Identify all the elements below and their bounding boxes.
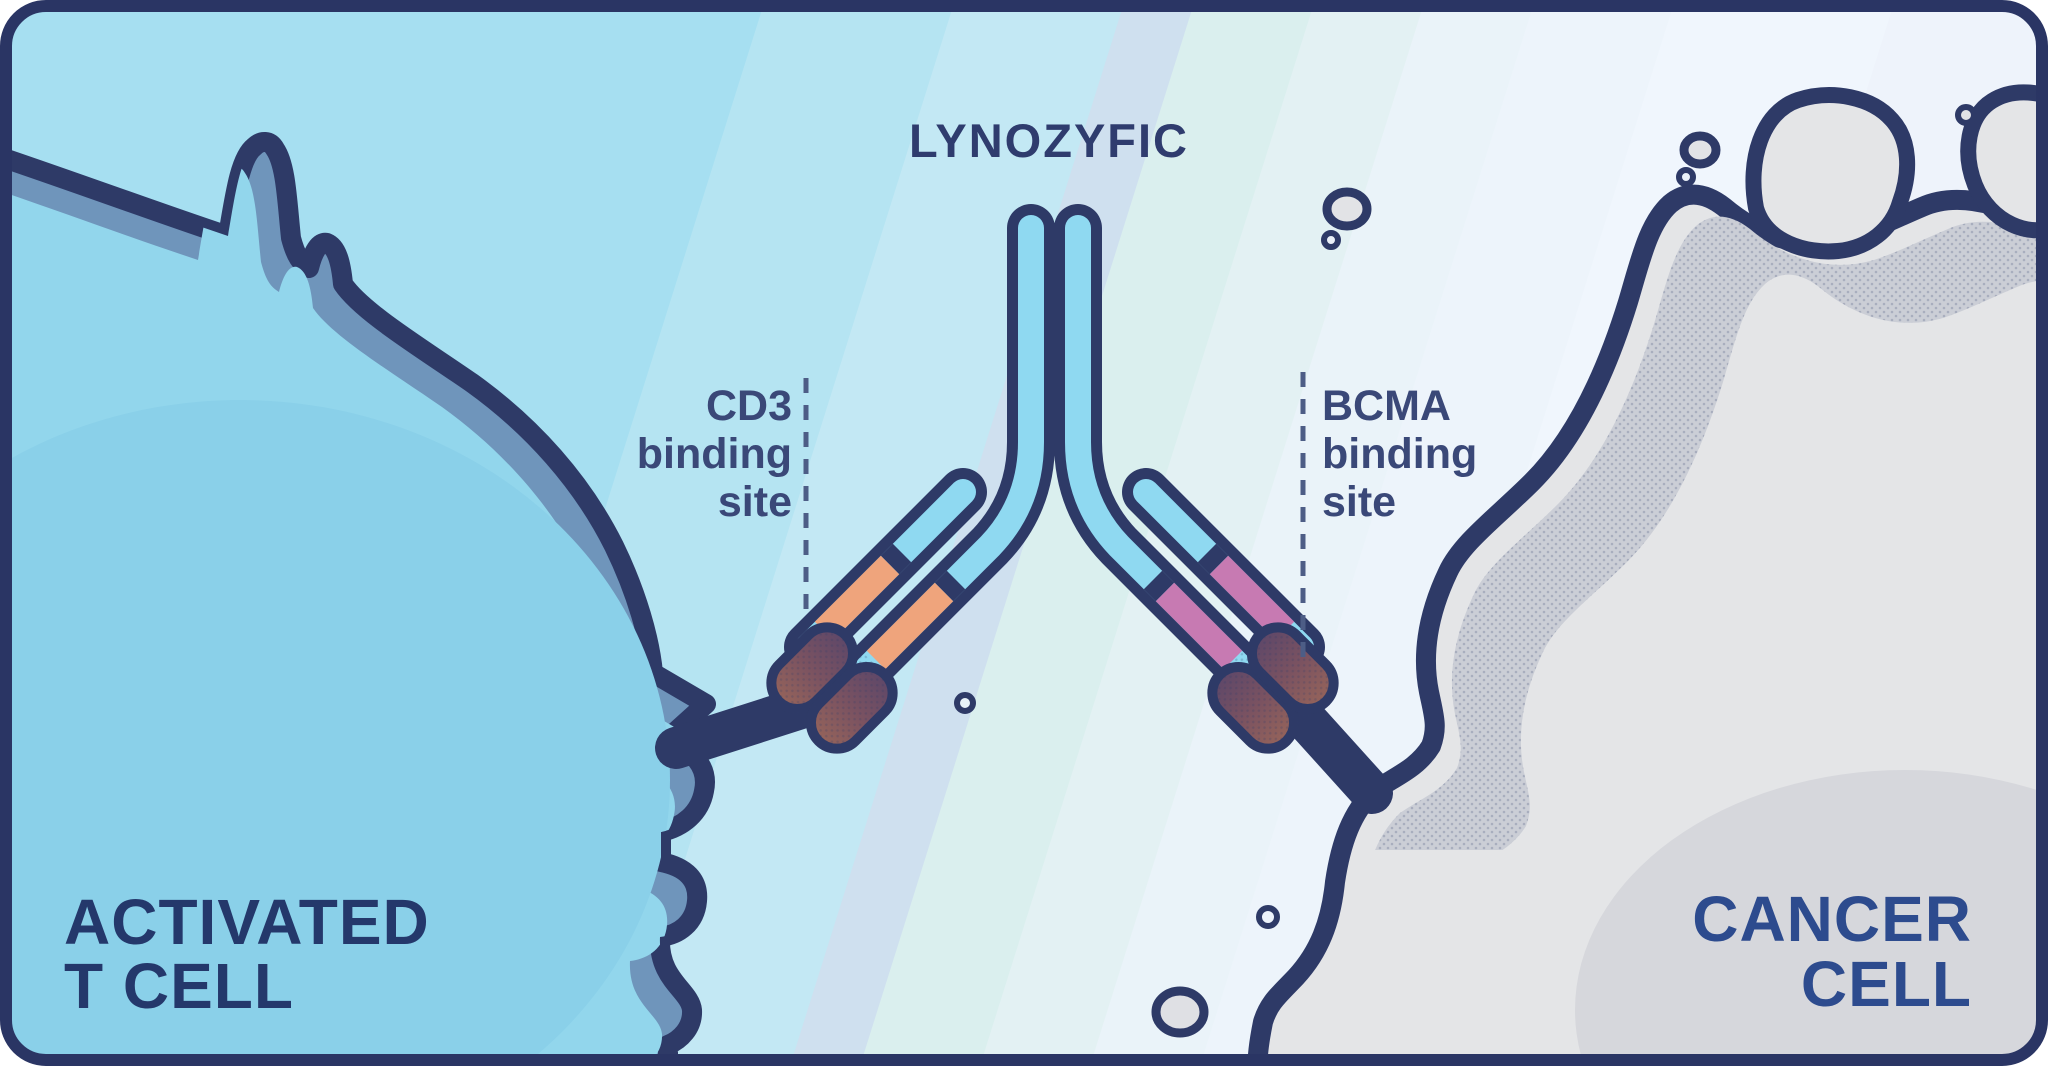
t-cell-inner-shade <box>6 400 670 1060</box>
bcma-binder-segment <box>1209 555 1295 641</box>
cell-debris-dot <box>1321 230 1341 250</box>
antibody <box>766 204 1339 754</box>
cell-debris-blob <box>1679 131 1721 169</box>
bcma-binder-segment <box>1155 582 1243 670</box>
cell-debris-dot <box>1256 905 1280 929</box>
cell-debris-blob <box>1151 986 1209 1038</box>
segment-gap <box>1197 543 1229 575</box>
cd3-tip-texture <box>771 627 895 751</box>
antibody-heavy-chain-right-fill <box>1065 215 1254 681</box>
cd3-label-line1: CD3 <box>706 382 792 430</box>
antibody-heavy-chain-left-fill <box>855 215 1044 681</box>
activated-t-cell-label: ACTIVATED T CELL <box>64 886 430 1022</box>
bcma-label-line1: BCMA <box>1322 382 1451 430</box>
bcma-label-line3: site <box>1322 478 1396 526</box>
cd3-binder-segment <box>866 582 954 670</box>
cell-debris-dot <box>954 692 976 714</box>
cancer-label-line2: CELL <box>1801 948 1972 1020</box>
segment-gap <box>934 570 966 602</box>
cd3-binding-tip <box>766 622 898 754</box>
cancer-cell-lump <box>1745 87 1916 260</box>
cd3-binding-site-label: CD3 binding site <box>637 382 792 526</box>
cancer-cell-inner-shade <box>1575 770 2042 1060</box>
cd3-binder-segment <box>814 555 900 641</box>
bcma-binding-site-label: BCMA binding site <box>1322 382 1477 526</box>
cancer-label-line1: CANCER <box>1692 883 1972 955</box>
cd3-label-line3: site <box>718 478 792 526</box>
activated-t-cell <box>6 132 716 1060</box>
cell-debris-dot <box>1676 167 1696 187</box>
cd3-label-line2: binding <box>637 430 792 478</box>
cancer-cell-label: CANCER CELL <box>1692 883 1972 1020</box>
segment-gap <box>1143 570 1175 602</box>
cell-debris-blob <box>1322 187 1372 231</box>
cell-debris-dot <box>1955 104 1977 126</box>
t-cell-label-line1: ACTIVATED <box>64 886 430 958</box>
bcma-label-line2: binding <box>1322 430 1477 478</box>
t-cell-label-line2: T CELL <box>64 950 294 1022</box>
diagram-title: LYNOZYFIC <box>909 114 1189 167</box>
cancer-cell <box>954 84 2042 1060</box>
segment-gap <box>880 543 912 575</box>
